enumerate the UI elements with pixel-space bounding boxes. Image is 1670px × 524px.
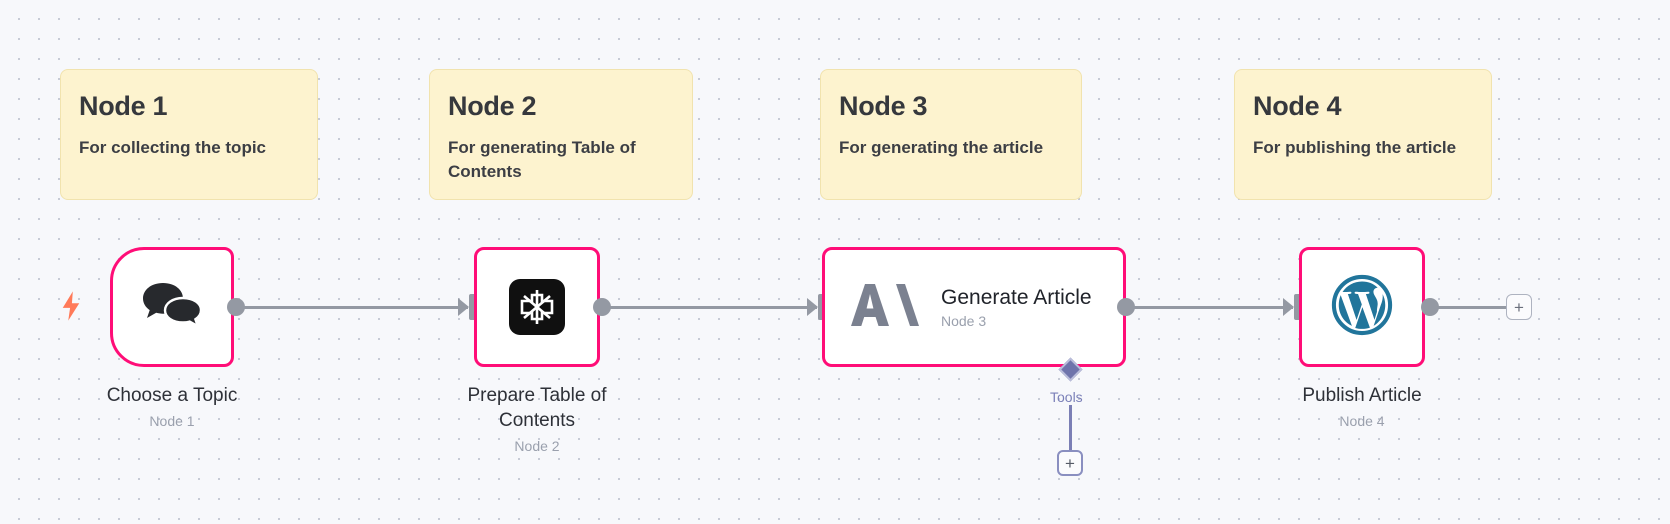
sticky-note-title: Node 2 [448, 91, 537, 121]
sticky-note-body: For publishing the article [1253, 138, 1457, 158]
input-arrow-node-2 [458, 298, 469, 316]
sticky-note-body: For collecting the topic [79, 138, 267, 158]
node-generate-article[interactable]: Generate Article Node 3 [822, 247, 1126, 367]
node-caption-text: Publish Article [1302, 385, 1422, 406]
lightning-bolt-icon [60, 291, 82, 327]
sticky-note-body: For generating the article [839, 138, 1044, 158]
node-caption-prepare-table-of-contents: Prepare Table of Contents Node 2 [437, 383, 637, 456]
node-publish-article[interactable] [1299, 247, 1425, 367]
node-caption-text: Choose a Topic [106, 385, 238, 406]
node-caption-publish-article: Publish Article Node 4 [1262, 383, 1462, 431]
node-subtitle-text: Node 3 [941, 313, 987, 330]
output-port-node-4[interactable] [1421, 298, 1439, 316]
input-arrow-node-3 [807, 298, 818, 316]
edge-tools-to-add[interactable] [1069, 405, 1072, 453]
edge-node2-to-node3[interactable] [601, 306, 817, 309]
output-port-node-1[interactable] [227, 298, 245, 316]
edge-node1-to-node2[interactable] [236, 306, 468, 309]
node-prepare-table-of-contents[interactable] [474, 247, 600, 367]
wordpress-icon [1331, 274, 1393, 341]
input-port-node-4[interactable] [1294, 294, 1303, 320]
sticky-note-node-1[interactable]: Node 1 For collecting the topic [60, 69, 318, 200]
edge-node3-to-node4[interactable] [1125, 306, 1293, 309]
input-arrow-node-4 [1283, 298, 1294, 316]
output-port-node-3[interactable] [1117, 298, 1135, 316]
sticky-note-title: Node 4 [1253, 91, 1342, 121]
sticky-note-node-4[interactable]: Node 4 For publishing the article [1234, 69, 1492, 200]
output-port-node-2[interactable] [593, 298, 611, 316]
node-choose-a-topic[interactable] [110, 247, 234, 367]
node-inline-label: Generate Article Node 3 [941, 285, 1092, 329]
node-subcaption-text: Node 1 [149, 413, 195, 430]
add-node-button[interactable]: + [1506, 294, 1532, 320]
sticky-note-title: Node 1 [79, 91, 168, 121]
edge-node4-to-add[interactable] [1430, 306, 1510, 309]
node-subcaption-text: Node 4 [1339, 413, 1385, 430]
add-tool-button[interactable]: + [1057, 450, 1083, 476]
node-caption-choose-a-topic: Choose a Topic Node 1 [62, 383, 282, 431]
sticky-note-title: Node 3 [839, 91, 928, 121]
node-title-text: Generate Article [941, 285, 1092, 309]
sticky-note-node-2[interactable]: Node 2 For generating Table of Contents [429, 69, 693, 200]
anthropic-wordmark-icon [849, 280, 919, 335]
sticky-note-body: For generating Table of Contents [448, 138, 636, 182]
node-caption-text: Prepare Table of Contents [467, 385, 607, 432]
node-subcaption-text: Node 2 [514, 438, 560, 455]
input-port-node-2[interactable] [469, 294, 478, 320]
sticky-note-node-3[interactable]: Node 3 For generating the article [820, 69, 1082, 200]
anthropic-icon [509, 279, 565, 335]
tools-label: Tools [1050, 389, 1083, 405]
chat-bubbles-icon [141, 281, 203, 334]
